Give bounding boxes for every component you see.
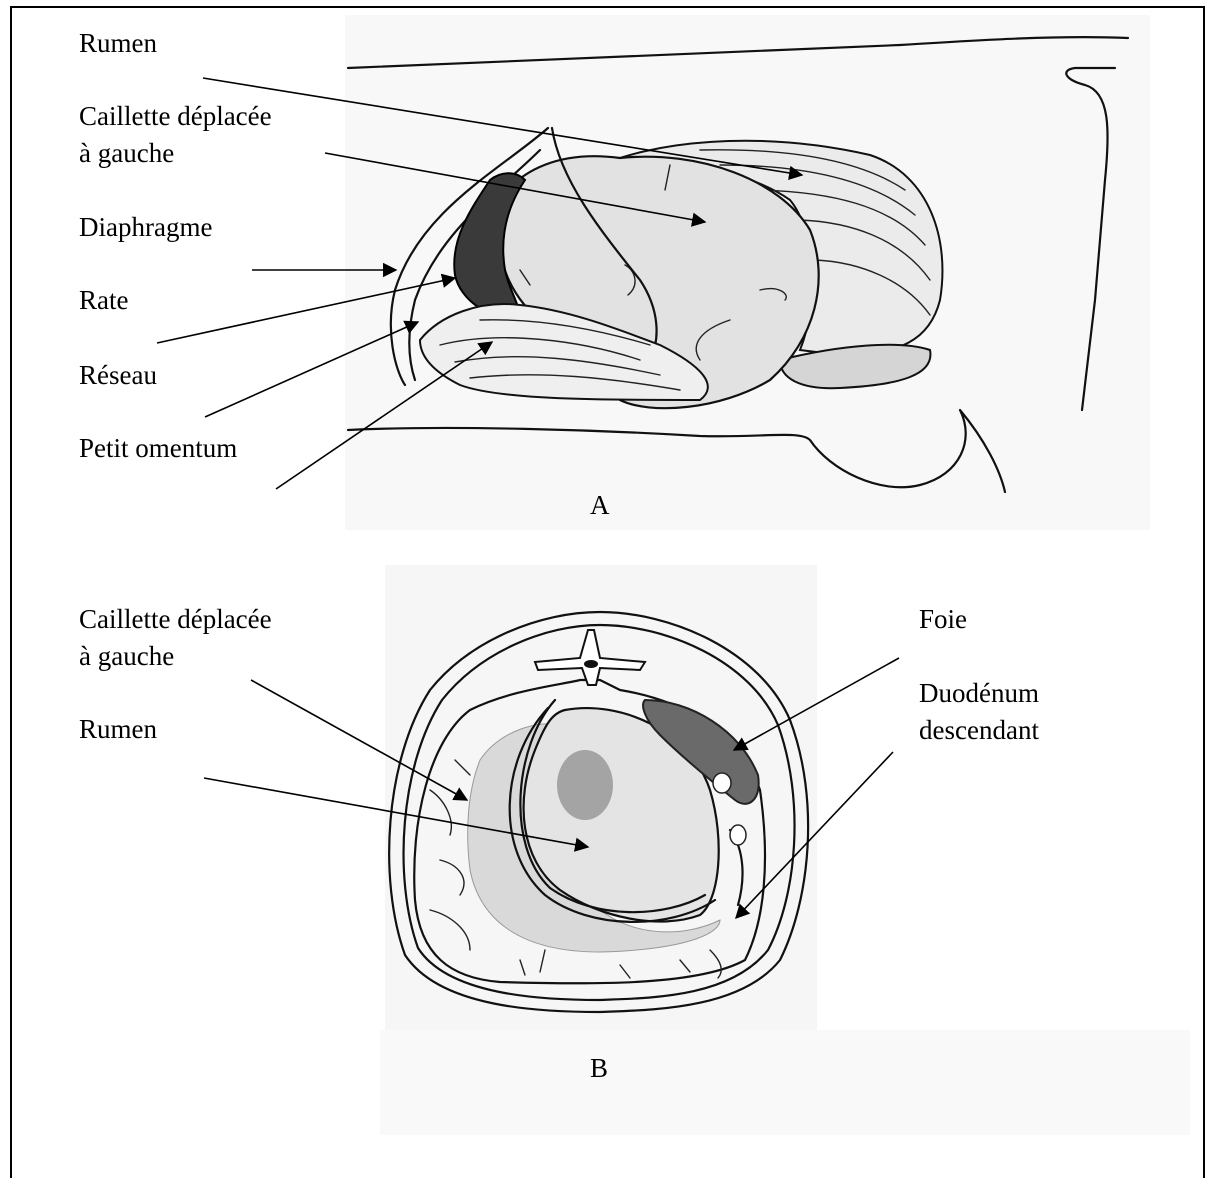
label-rate: Rate xyxy=(79,282,128,319)
label-caillette-a-line2: à gauche xyxy=(79,135,174,172)
label-caillette-b-line1: Caillette déplacée xyxy=(79,601,272,638)
label-duodenum-line1: Duodénum xyxy=(919,675,1039,712)
duodenum-lumen xyxy=(730,825,746,845)
label-petit-omentum: Petit omentum xyxy=(79,430,237,467)
label-rumen-a: Rumen xyxy=(79,25,157,62)
spinal-canal xyxy=(584,660,598,668)
label-caillette-b-line2: à gauche xyxy=(79,638,174,675)
panel-a-letter: A xyxy=(590,490,610,521)
abomasum-gas xyxy=(557,750,613,820)
label-diaphragme: Diaphragme xyxy=(79,209,212,246)
label-foie: Foie xyxy=(919,601,967,638)
label-caillette-a-line1: Caillette déplacée xyxy=(79,98,272,135)
liver-vessel xyxy=(713,773,731,793)
panel-b-lower-band xyxy=(380,1030,1190,1135)
panel-b-letter: B xyxy=(590,1053,608,1084)
label-duodenum-line2: descendant xyxy=(919,712,1039,749)
label-reseau: Réseau xyxy=(79,357,157,394)
label-rumen-b: Rumen xyxy=(79,711,157,748)
